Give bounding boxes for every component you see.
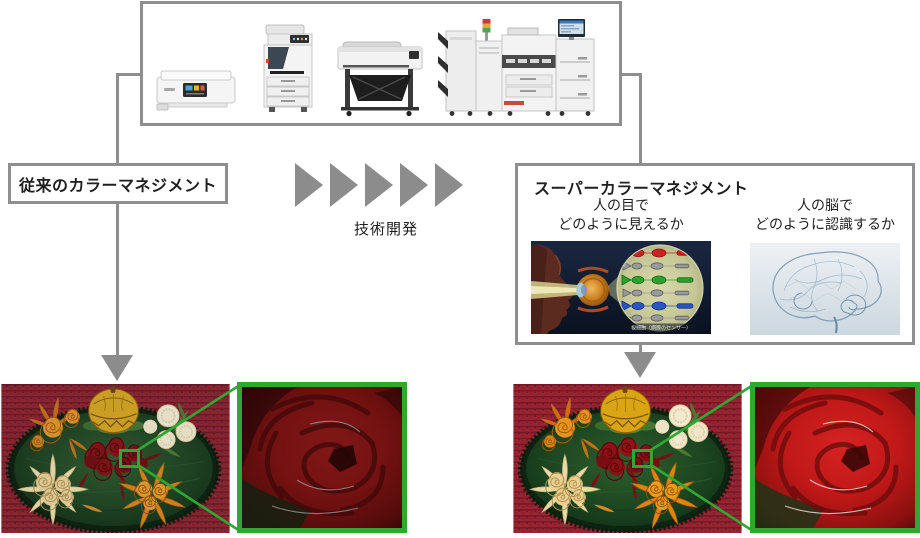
connector-right-stub <box>619 73 642 76</box>
chevron-right-icon <box>365 163 393 207</box>
carving-photo-conventional <box>1 384 230 533</box>
conventional-color-management-box: 従来のカラーマネジメント <box>8 163 228 204</box>
office-multifunction-printer-image <box>263 24 313 112</box>
rose-closeup-super <box>750 382 920 533</box>
chevron-right-icon <box>435 163 463 207</box>
technology-development-label: 技術開発 <box>353 220 418 238</box>
human-eye-retina-image <box>531 241 711 334</box>
connector-right-lower <box>639 345 642 354</box>
human-brain-image <box>750 243 900 335</box>
rose-closeup-super-image <box>755 387 915 528</box>
connector-left-stub <box>116 73 143 76</box>
connector-right-upper <box>639 73 642 165</box>
brain-column-label: 人の脳で どのように認識するか <box>755 198 895 233</box>
super-color-management-title: スーパーカラーマネジメント <box>534 179 749 198</box>
magnifier-region-square-left <box>119 449 140 468</box>
technology-development-arrows <box>295 163 477 207</box>
eye-column-label: 人の目で どのように見えるか <box>558 198 684 233</box>
magnifier-region-square-right <box>632 449 653 468</box>
conventional-color-management-label: 従来のカラーマネジメント <box>18 175 217 195</box>
chevron-right-icon <box>295 163 323 207</box>
super-color-management-box: スーパーカラーマネジメント 人の目で どのように見えるか 人の脳で どのように認… <box>515 163 915 345</box>
connector-left-upper <box>116 73 119 165</box>
down-arrow-icon-right <box>624 352 656 378</box>
down-arrow-icon-left <box>101 355 133 381</box>
connector-left-lower <box>116 204 119 356</box>
chevron-right-icon <box>400 163 428 207</box>
rose-closeup-conventional-image <box>242 387 402 528</box>
product-lineup-box <box>140 1 622 126</box>
home-inkjet-printer-image <box>156 70 236 111</box>
production-press-image <box>438 19 595 116</box>
chevron-right-icon <box>330 163 358 207</box>
rose-closeup-conventional <box>237 382 407 533</box>
carving-photo-super <box>513 384 742 533</box>
large-format-printer-image <box>337 41 423 117</box>
